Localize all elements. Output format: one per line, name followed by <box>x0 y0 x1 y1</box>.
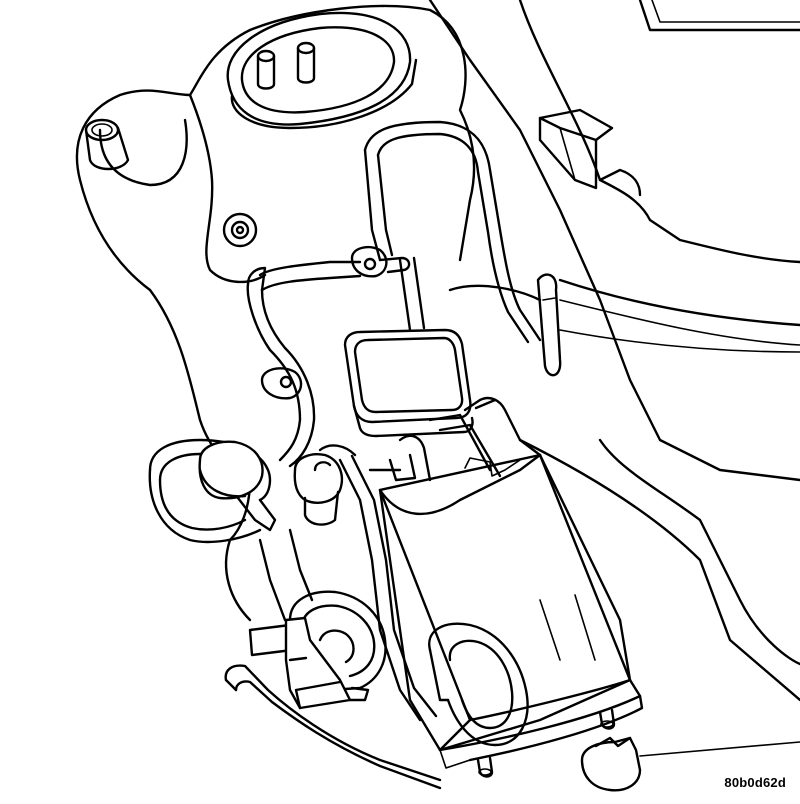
valve-left <box>148 438 277 544</box>
left-stud <box>84 118 130 171</box>
mount-pad <box>538 108 614 190</box>
housing <box>75 4 476 622</box>
bottom-stud-left <box>476 756 494 778</box>
plug-connector <box>248 616 370 710</box>
canister <box>378 453 644 769</box>
bottom-stud-right <box>598 708 616 730</box>
round-connector <box>288 590 387 692</box>
clamp-strap <box>224 664 442 790</box>
hose-loop-upper <box>363 120 542 344</box>
top-oval-mount <box>226 11 418 130</box>
tube-right <box>398 256 426 332</box>
lower-bolt <box>260 367 303 400</box>
canister-loop <box>428 622 529 747</box>
bracket-bolt <box>350 246 411 278</box>
canister-top <box>368 396 542 482</box>
tube-left <box>246 260 362 468</box>
bolt-boss <box>222 212 258 248</box>
pin-right <box>296 41 316 84</box>
bottom-bracket <box>580 736 800 792</box>
hose-clip <box>536 273 562 377</box>
square-sensor <box>343 328 474 438</box>
body-panel <box>428 0 800 702</box>
pin-left <box>256 49 276 90</box>
valve-middle <box>293 444 357 526</box>
figure-reference-code: 80b0d62d <box>724 775 786 790</box>
hose-vertical <box>258 454 438 722</box>
